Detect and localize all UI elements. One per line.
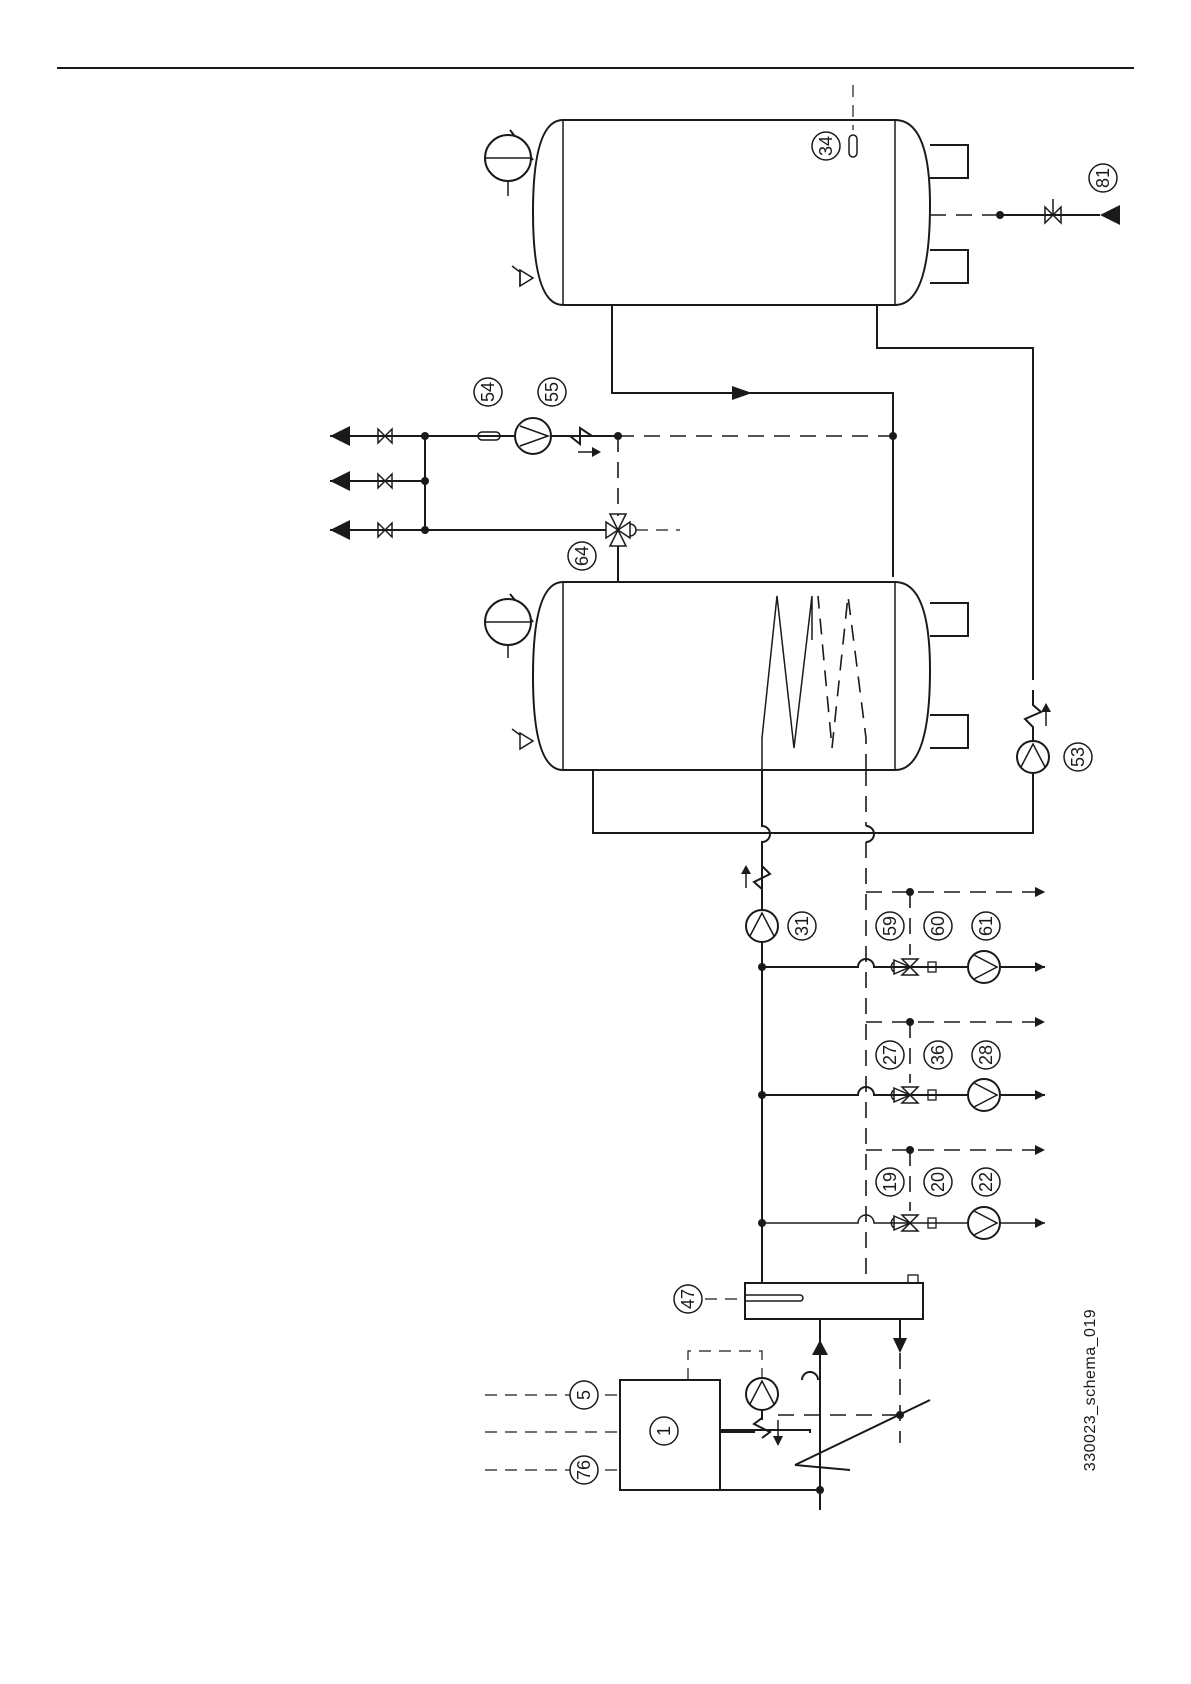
svg-text:59: 59 <box>880 916 900 936</box>
main-flow-pipe <box>762 770 770 926</box>
dhw-distribution <box>330 418 897 582</box>
cold-water-inlet <box>930 199 1120 225</box>
label-20: 20 <box>924 1168 952 1196</box>
svg-text:19: 19 <box>880 1172 900 1192</box>
upper-tank-outlet-pipe <box>612 305 893 577</box>
heating-circuit-b <box>762 1018 1045 1111</box>
boiler-pump-icon <box>746 1378 783 1446</box>
lower-storage-tank <box>533 582 968 770</box>
svg-text:22: 22 <box>976 1172 996 1192</box>
label-36: 36 <box>924 1041 952 1069</box>
pump-53-icon <box>1017 690 1051 773</box>
label-54: 54 <box>474 378 502 406</box>
upper-storage-tank <box>533 120 968 305</box>
safety-valve-upper <box>512 266 533 286</box>
label-22: 22 <box>972 1168 1000 1196</box>
label-5: 5 <box>570 1381 598 1409</box>
label-53: 53 <box>1064 743 1092 771</box>
svg-text:47: 47 <box>678 1289 698 1309</box>
svg-text:76: 76 <box>574 1460 594 1480</box>
expansion-vessel-upper <box>485 130 533 196</box>
svg-text:36: 36 <box>928 1045 948 1065</box>
label-34: 34 <box>812 132 840 160</box>
floor-line <box>795 1400 930 1465</box>
svg-text:34: 34 <box>816 136 836 156</box>
svg-text:1: 1 <box>654 1426 674 1436</box>
svg-text:31: 31 <box>792 916 812 936</box>
label-76: 76 <box>570 1456 598 1484</box>
label-28: 28 <box>972 1041 1000 1069</box>
svg-text:28: 28 <box>976 1045 996 1065</box>
label-1: 1 <box>650 1417 678 1445</box>
hydraulic-separator <box>705 1275 923 1319</box>
svg-text:61: 61 <box>976 916 996 936</box>
expansion-vessel-lower <box>485 594 533 658</box>
label-64: 64 <box>568 542 596 570</box>
svg-text:81: 81 <box>1093 168 1113 188</box>
svg-text:53: 53 <box>1068 747 1088 767</box>
heating-circuit-c <box>762 1146 1045 1239</box>
svg-text:20: 20 <box>928 1172 948 1192</box>
svg-text:5: 5 <box>574 1390 594 1400</box>
label-31: 31 <box>788 912 816 940</box>
svg-text:55: 55 <box>542 382 562 402</box>
label-27: 27 <box>876 1041 904 1069</box>
label-55: 55 <box>538 378 566 406</box>
label-61: 61 <box>972 912 1000 940</box>
label-59: 59 <box>876 912 904 940</box>
safety-valve-lower <box>512 729 533 749</box>
svg-text:54: 54 <box>478 382 498 402</box>
svg-text:64: 64 <box>572 546 592 566</box>
svg-text:60: 60 <box>928 916 948 936</box>
pump-31-icon <box>741 848 778 942</box>
svg-text:27: 27 <box>880 1045 900 1065</box>
label-60: 60 <box>924 912 952 940</box>
label-81: 81 <box>1089 164 1117 192</box>
label-19: 19 <box>876 1168 904 1196</box>
label-47: 47 <box>674 1285 702 1313</box>
schema-reference: 330023_schema_019 <box>1082 1309 1099 1471</box>
